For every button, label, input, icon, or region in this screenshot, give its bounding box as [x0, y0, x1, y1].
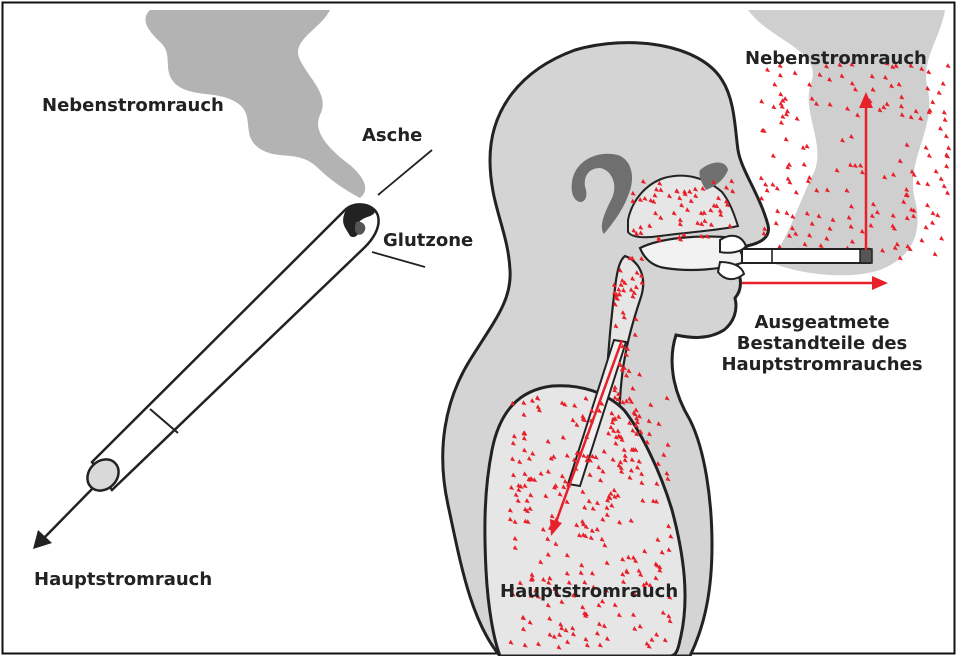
smoke-particle — [935, 213, 940, 218]
smoke-particle — [778, 73, 783, 78]
smoke-particle — [939, 176, 944, 181]
label-exhaled-line2: Bestandteile des — [737, 333, 908, 354]
smoke-particle — [931, 211, 936, 216]
smoke-particle — [937, 90, 942, 95]
smoke-particle — [924, 145, 929, 150]
smoke-particle — [925, 203, 930, 208]
smoke-particle — [941, 81, 946, 86]
smoke-particle — [944, 133, 949, 138]
glutzone-leader-line — [372, 252, 425, 267]
label-sidestream-right: Nebenstromrauch — [745, 48, 927, 69]
smoke-particle — [946, 145, 951, 150]
smoke-particle — [771, 182, 776, 187]
smoke-particle — [930, 99, 935, 104]
smoke-particle — [925, 182, 930, 187]
label-exhaled-line1: Ausgeatmete — [754, 312, 889, 333]
smoke-particle — [942, 110, 947, 115]
smoke-particle — [934, 169, 939, 174]
smoke-particle — [938, 126, 943, 131]
smoke-particle — [945, 190, 950, 195]
smoke-particle — [805, 144, 810, 149]
smoke-particle — [775, 209, 780, 214]
smoke-particle — [795, 116, 800, 121]
smoke-particle — [779, 120, 784, 125]
smoke-particle — [926, 69, 931, 74]
label-sidestream-left: Nebenstromrauch — [42, 95, 224, 116]
smoke-particle — [771, 153, 776, 158]
smoke-particle — [793, 70, 798, 75]
mainstream-arrow-left — [44, 488, 93, 538]
smoke-particle — [944, 164, 949, 169]
smoke-particle — [765, 188, 770, 193]
cigarette-left — [81, 204, 379, 497]
smoke-particle — [933, 252, 938, 257]
smoke-particle — [763, 182, 768, 187]
label-mainstream-left: Hauptstromrauch — [34, 569, 212, 590]
smoke-particle — [924, 225, 929, 230]
smoke-particle — [759, 99, 764, 104]
smoke-particle — [939, 236, 944, 241]
label-burning-zone: Glutzone — [383, 230, 473, 251]
ash-leader-line — [378, 150, 432, 195]
smoke-particle — [784, 137, 789, 142]
smoke-particle — [942, 184, 947, 189]
label-ash: Asche — [362, 125, 422, 146]
smoke-particle — [916, 180, 921, 185]
cigarette-right — [742, 249, 872, 263]
smoke-particle — [920, 238, 925, 243]
smoke-particle — [794, 190, 799, 195]
smoke-particle — [802, 162, 807, 167]
label-mainstream-lungs: Hauptstromrauch — [500, 581, 678, 602]
smoke-particle — [772, 104, 777, 109]
label-exhaled-line3: Hauptstromrauches — [721, 354, 922, 375]
smoke-particle — [775, 186, 780, 191]
smoke-particle — [927, 153, 932, 158]
smoke-particle — [930, 220, 935, 225]
smoke-particle — [946, 63, 951, 68]
smoke-particle — [785, 210, 790, 215]
smoke-particle — [786, 176, 791, 181]
exhaled-arrowhead-right — [872, 276, 888, 290]
smoke-particle — [774, 221, 779, 226]
smoke-particle — [772, 82, 777, 87]
smoke-particle — [943, 117, 948, 122]
smoke-particle — [759, 176, 764, 181]
smoke-particle — [778, 92, 783, 97]
